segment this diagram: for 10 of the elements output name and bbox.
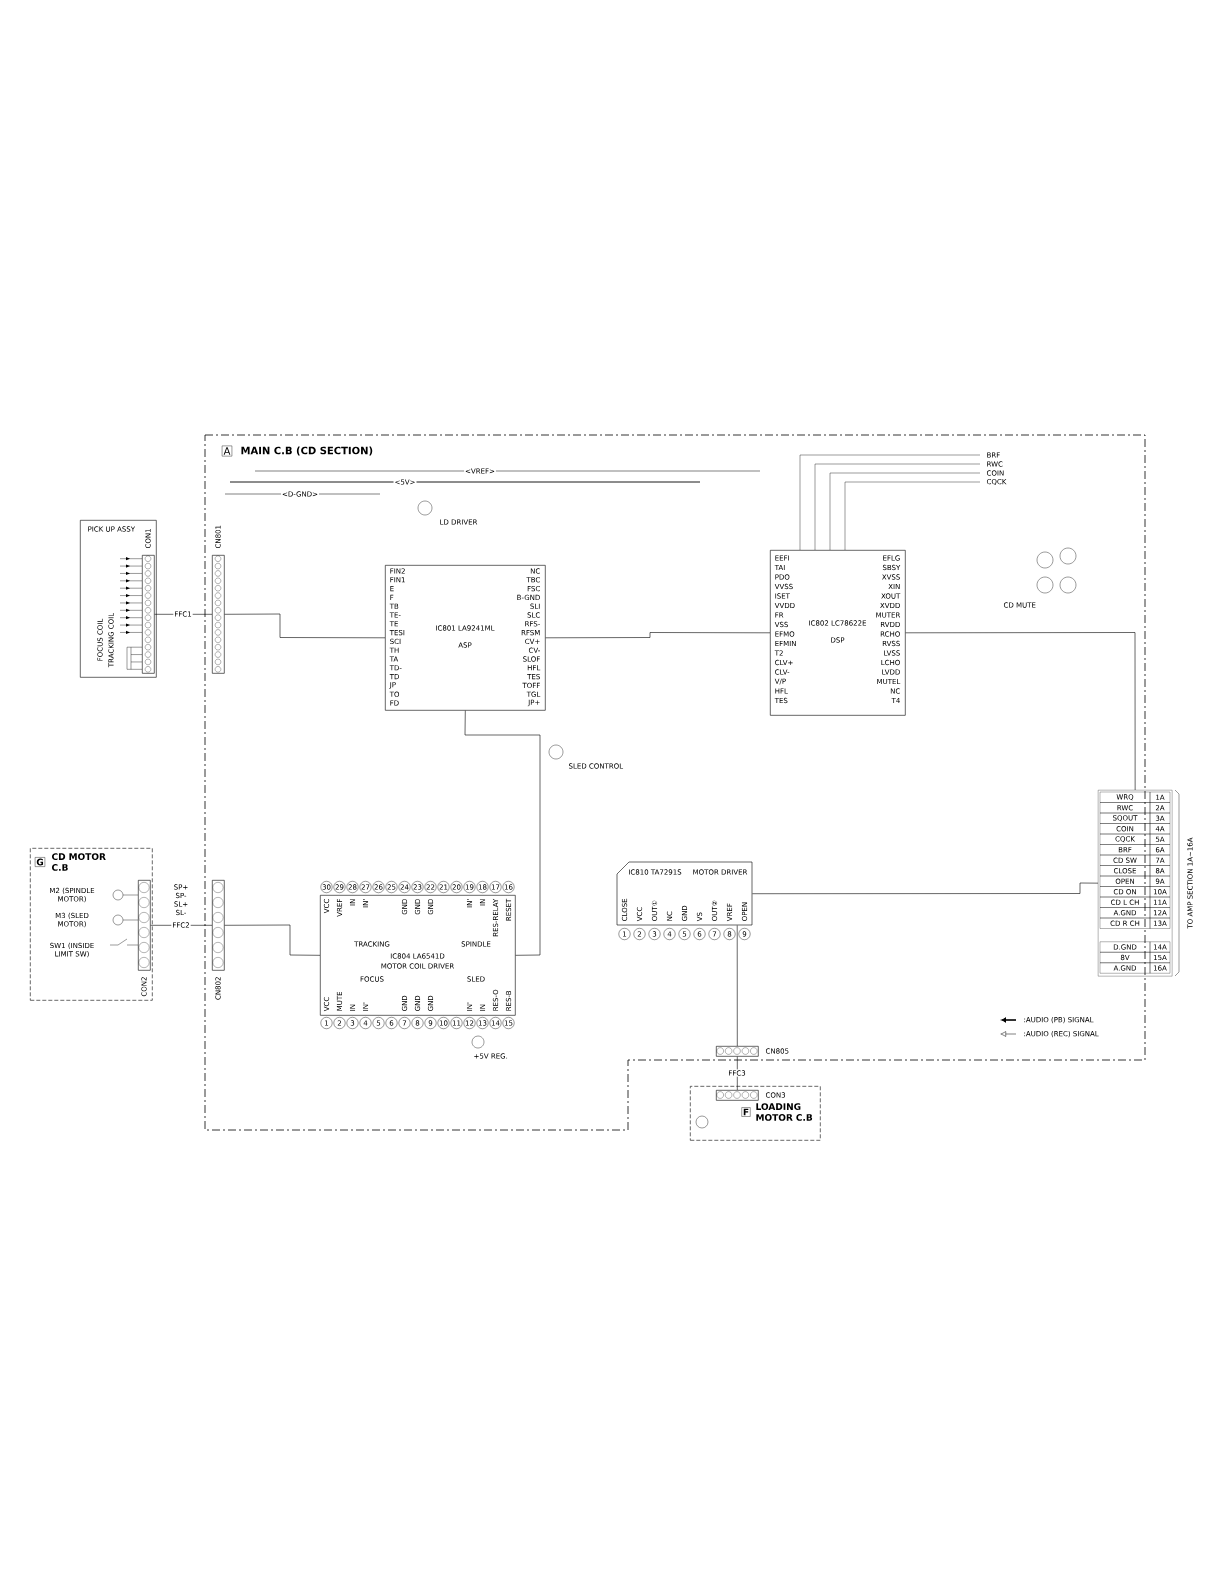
connection-line (224, 924, 321, 956)
connection-line (464, 710, 541, 956)
connection-line (737, 1056, 738, 1091)
connection-line (154, 614, 213, 615)
connection-line (224, 613, 386, 639)
connection-line (545, 632, 771, 639)
connection-line (905, 632, 1136, 791)
connection-line (150, 925, 213, 926)
connection-line (752, 882, 1099, 894)
connection-line (736, 925, 738, 1047)
